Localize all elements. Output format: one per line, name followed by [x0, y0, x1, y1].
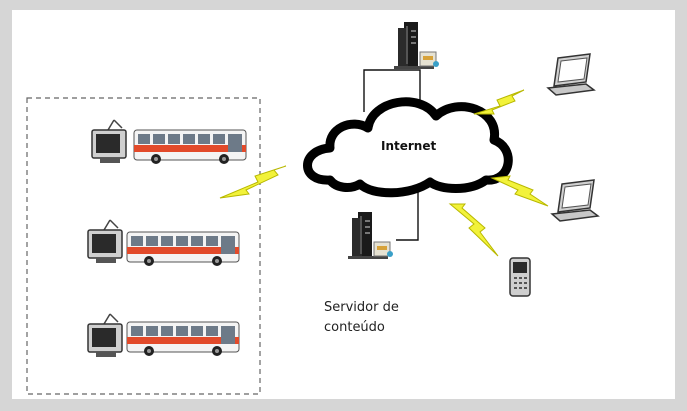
laptop-icon	[551, 179, 599, 222]
top-server-link	[363, 69, 421, 112]
bus-icon	[126, 231, 240, 267]
content-server-label: Servidor de conteúdo	[324, 298, 444, 338]
laptop-icon	[547, 53, 595, 96]
server-rack-icon	[347, 211, 394, 260]
bus-icon	[126, 321, 240, 357]
bus-icon	[133, 129, 247, 165]
lightning-bolt-icon	[490, 175, 549, 207]
lightning-bolt-icon	[219, 165, 287, 199]
internet-label: Internet	[381, 139, 437, 153]
tv-monitor-icon	[91, 119, 127, 164]
content-server-link	[396, 190, 419, 241]
server-rack-icon	[393, 21, 440, 70]
content-server-label-line2: conteúdo	[324, 320, 385, 335]
mobile-phone-icon	[509, 257, 531, 297]
vehicle-region-border	[26, 97, 261, 395]
lightning-bolt-icon	[473, 89, 525, 115]
tv-monitor-icon	[87, 313, 123, 358]
internet-cloud-icon	[303, 97, 513, 198]
content-server-label-line1: Servidor de	[324, 300, 399, 315]
lightning-bolt-icon	[448, 203, 499, 257]
tv-monitor-icon	[87, 219, 123, 264]
